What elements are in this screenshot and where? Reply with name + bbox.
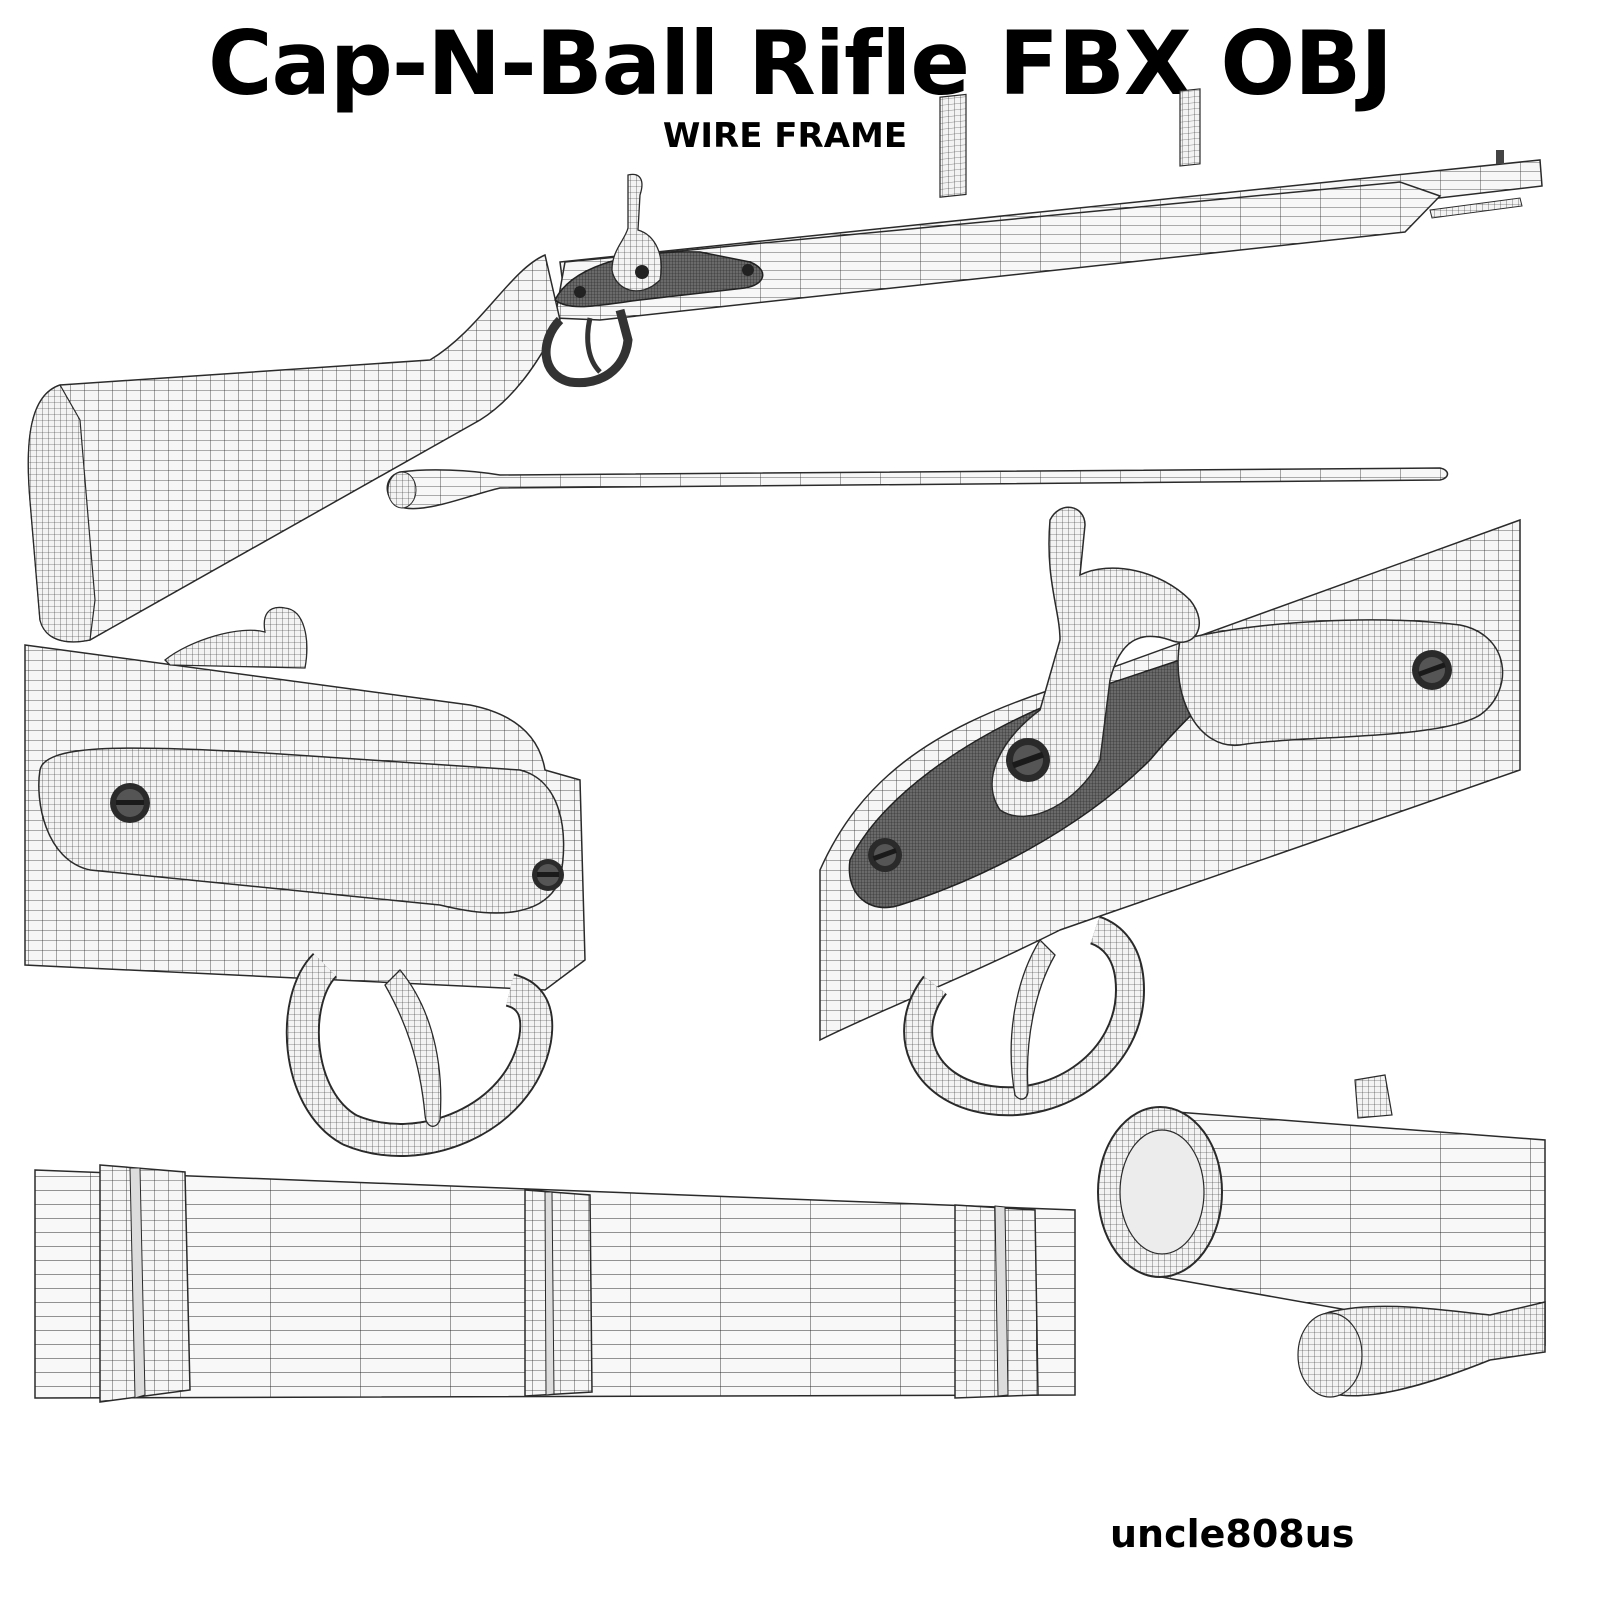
- page-subtitle: WIRE FRAME: [662, 116, 908, 156]
- author-credit: uncle808us: [1110, 1512, 1355, 1556]
- muzzle-closeup: [1097, 1074, 1546, 1346]
- barrel-bands-closeup: [34, 1164, 1076, 1403]
- lock-left-closeup: [24, 606, 586, 1157]
- lock-right-closeup: [819, 506, 1521, 1117]
- ramrod-tip-closeup: [1297, 1301, 1546, 1398]
- full-rifle-view: [27, 88, 1543, 643]
- ramrod-view: [386, 467, 1449, 510]
